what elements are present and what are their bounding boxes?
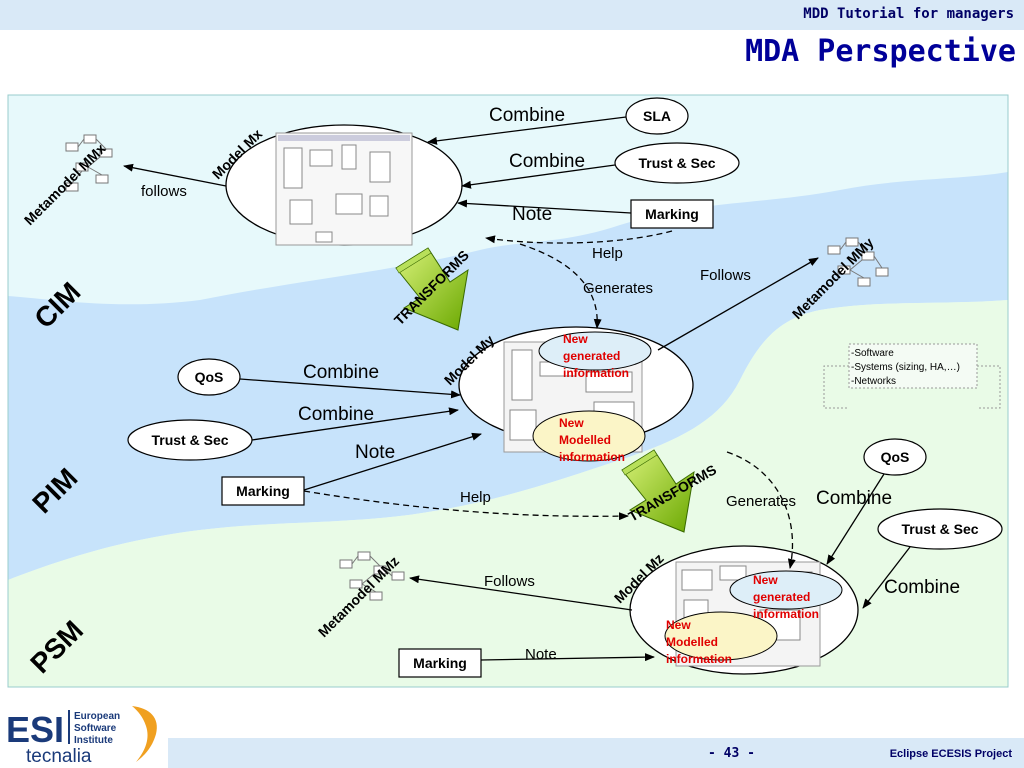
metamodel-mmz-icon [339, 551, 405, 601]
trust-sec-pim-label: Trust & Sec [151, 432, 228, 448]
edge-label-combine-qos-pim: Combine [303, 362, 379, 383]
new-generated-my-line1: New [563, 332, 588, 346]
sla-label: SLA [643, 108, 671, 124]
new-modelled-info-my [532, 410, 646, 462]
new-generated-info-mz [729, 570, 843, 610]
transforms-arrow-pim-psm [621, 449, 695, 533]
platform-note-connector [823, 365, 1001, 409]
trust-sec-cim-node[interactable] [614, 142, 740, 184]
edge-mz-follows [409, 575, 633, 611]
metamodel-mmy-icon [827, 237, 889, 287]
edge-generates-pim [726, 451, 796, 569]
qos-pim-label: QoS [195, 369, 224, 385]
edge-marking-pim-note [303, 432, 482, 491]
trust-sec-psm-node[interactable] [877, 508, 1003, 550]
trust-sec-psm-label: Trust & Sec [901, 521, 978, 537]
platform-note-box [848, 343, 978, 389]
edge-help-cim [485, 230, 673, 244]
edge-label-follows-my: Follows [700, 267, 751, 284]
edge-label-combine-qos-psm: Combine [816, 488, 892, 509]
edge-label-note-pim: Note [355, 442, 395, 463]
slide-title: MDA Perspective [745, 34, 1016, 69]
edge-label-help-pim: Help [460, 489, 491, 506]
edge-trust-pim-combine [251, 407, 459, 441]
new-generated-info-my [538, 331, 652, 371]
edge-qos-pim-combine [239, 378, 461, 399]
new-modelled-mz-line2: Modelled [666, 635, 718, 649]
sla-node[interactable] [625, 97, 689, 135]
edge-trust-cim-combine [461, 164, 616, 189]
new-modelled-mz-line3: information [666, 652, 732, 666]
marking-cim-node[interactable] [630, 199, 714, 229]
new-generated-mz-line3: information [753, 607, 819, 621]
edge-generates-cim [519, 243, 602, 329]
esi-tecnalia-logo: ESI European Software Institute tecnalia [6, 706, 157, 766]
marking-cim-label: Marking [645, 206, 699, 222]
edge-label-follows-mz: Follows [484, 573, 535, 590]
project-name: Eclipse ECESIS Project [889, 748, 1012, 760]
header-bar: MDD Tutorial for managers [0, 0, 1024, 30]
platform-note-software: -Software [851, 348, 894, 359]
edge-marking-cim-note [457, 199, 632, 214]
platform-note-systems: -Systems (sizing, HA,…) [851, 362, 960, 373]
new-modelled-mz-line1: New [666, 618, 691, 632]
marking-psm-node[interactable] [398, 648, 482, 678]
marking-psm-label: Marking [413, 655, 467, 671]
qos-pim-node[interactable] [177, 358, 241, 396]
page-number: - 43 - [708, 746, 755, 761]
edge-trust-psm-combine [862, 546, 911, 609]
model-mx-diagram-thumbnail [275, 132, 413, 246]
metamodel-mmx-icon [65, 134, 113, 192]
logo-line2: Software [74, 723, 117, 734]
edge-label-generates-cim: Generates [583, 280, 653, 297]
edge-label-help-cim: Help [592, 245, 623, 262]
edge-my-follows [657, 257, 819, 351]
edge-help-pim [303, 490, 629, 521]
new-modelled-my-line1: New [559, 416, 584, 430]
logo-brand: tecnalia [26, 746, 92, 766]
qos-psm-node[interactable] [863, 438, 927, 476]
edge-label-combine-trust-cim: Combine [509, 151, 585, 172]
edge-label-generates-pim: Generates [726, 493, 796, 510]
edge-label-combine-sla: Combine [489, 105, 565, 126]
edge-mx-follows [123, 163, 227, 187]
new-generated-my-line3: information [563, 366, 629, 380]
new-generated-mz-line1: New [753, 573, 778, 587]
edge-label-note-psm: Note [525, 646, 557, 663]
platform-note-networks: -Networks [851, 376, 896, 387]
marking-pim-label: Marking [236, 483, 290, 499]
logo-esi: ESI [6, 709, 64, 750]
header-subtitle: MDD Tutorial for managers [803, 6, 1014, 22]
edge-qos-psm-combine [826, 473, 885, 565]
trust-sec-cim-label: Trust & Sec [638, 155, 715, 171]
edge-label-follows-mx: follows [141, 183, 187, 200]
footer-bar [168, 738, 1024, 768]
qos-psm-label: QoS [881, 449, 910, 465]
edge-label-combine-trust-pim: Combine [298, 404, 374, 425]
edge-label-note-cim: Note [512, 204, 552, 225]
new-modelled-my-line2: Modelled [559, 433, 611, 447]
edge-marking-psm-note [480, 653, 655, 662]
logo-line3: Institute [74, 735, 113, 746]
transforms-arrow-cim-pim [395, 247, 469, 331]
logo-line1: European [74, 711, 120, 722]
edge-sla-combine [427, 116, 627, 145]
new-modelled-info-mz [664, 611, 778, 661]
new-modelled-my-line3: information [559, 450, 625, 464]
edge-label-combine-trust-psm: Combine [884, 577, 960, 598]
new-generated-my-line2: generated [563, 349, 620, 363]
new-generated-mz-line2: generated [753, 590, 810, 604]
